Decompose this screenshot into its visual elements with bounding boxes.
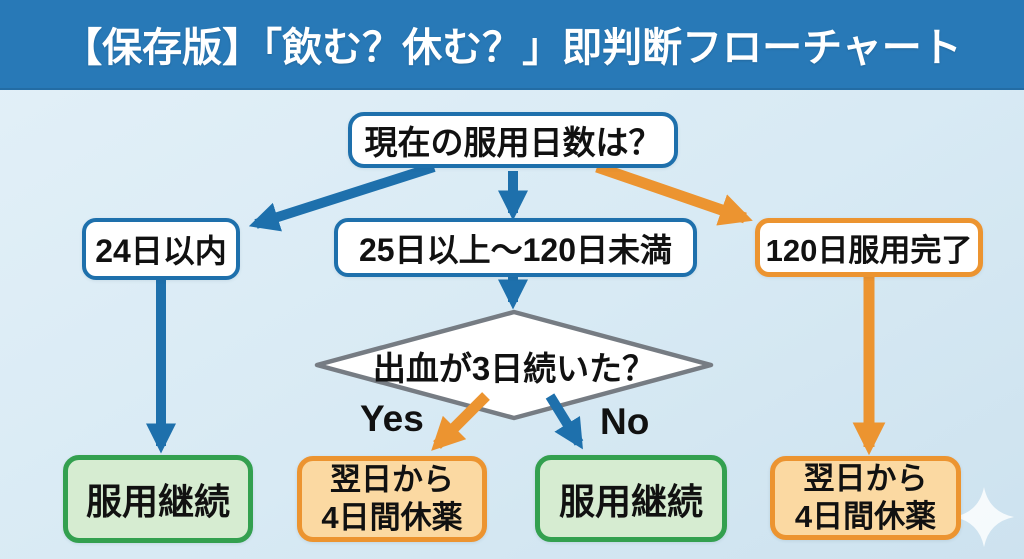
arrow-root-to-right bbox=[595, 161, 753, 226]
no-label: No bbox=[600, 401, 650, 442]
outcome-continue-dosing-left: 服用継続 bbox=[63, 455, 253, 543]
outcome-continue-dosing-left-label: 服用継続 bbox=[85, 481, 230, 522]
arrow-decision-yes bbox=[431, 392, 490, 451]
node-current-dosing-days: 現在の服用日数は？ bbox=[348, 112, 678, 168]
node-current-dosing-days-label: 現在の服用日数は？ bbox=[364, 124, 662, 161]
yes-label: Yes bbox=[360, 398, 424, 439]
outcome-continue-dosing-no-label: 服用継続 bbox=[558, 480, 703, 522]
node-120-days-complete-label: 120日服用完了 bbox=[765, 233, 973, 268]
outcome-pause-4-days-right: 翌日から 4日間休薬 bbox=[770, 456, 961, 540]
outcome-continue-dosing-no: 服用継続 bbox=[535, 455, 727, 542]
outcome-pause-4-days-yes: 翌日から 4日間休薬 bbox=[297, 456, 487, 542]
decision-bleeding-question: 出血が3日続いた？ bbox=[372, 350, 656, 387]
node-25-to-120-days-label: 25日以上〜120日未満 bbox=[359, 231, 672, 268]
outcome-pause-4-days-right-line1: 翌日から bbox=[803, 461, 928, 497]
node-120-days-complete: 120日服用完了 bbox=[755, 218, 983, 277]
outcome-pause-4-days-yes-line2: 4日間休薬 bbox=[321, 500, 463, 535]
outcome-pause-4-days-right-line2: 4日間休薬 bbox=[794, 499, 937, 534]
node-25-to-120-days: 25日以上〜120日未満 bbox=[334, 218, 697, 277]
page-title: 【保存版】「飲む？休む？」即判断フローチャート bbox=[62, 26, 962, 70]
header-banner: 【保存版】「飲む？休む？」即判断フローチャート bbox=[0, 0, 1024, 90]
outcome-pause-4-days-yes-line1: 翌日から bbox=[330, 462, 454, 498]
arrow-decision-no bbox=[545, 393, 584, 450]
sparkle-icon bbox=[954, 487, 1014, 547]
node-within-24-days: 24日以内 bbox=[82, 218, 240, 280]
node-within-24-days-label: 24日以内 bbox=[95, 233, 227, 269]
arrow-root-to-left bbox=[248, 162, 436, 232]
